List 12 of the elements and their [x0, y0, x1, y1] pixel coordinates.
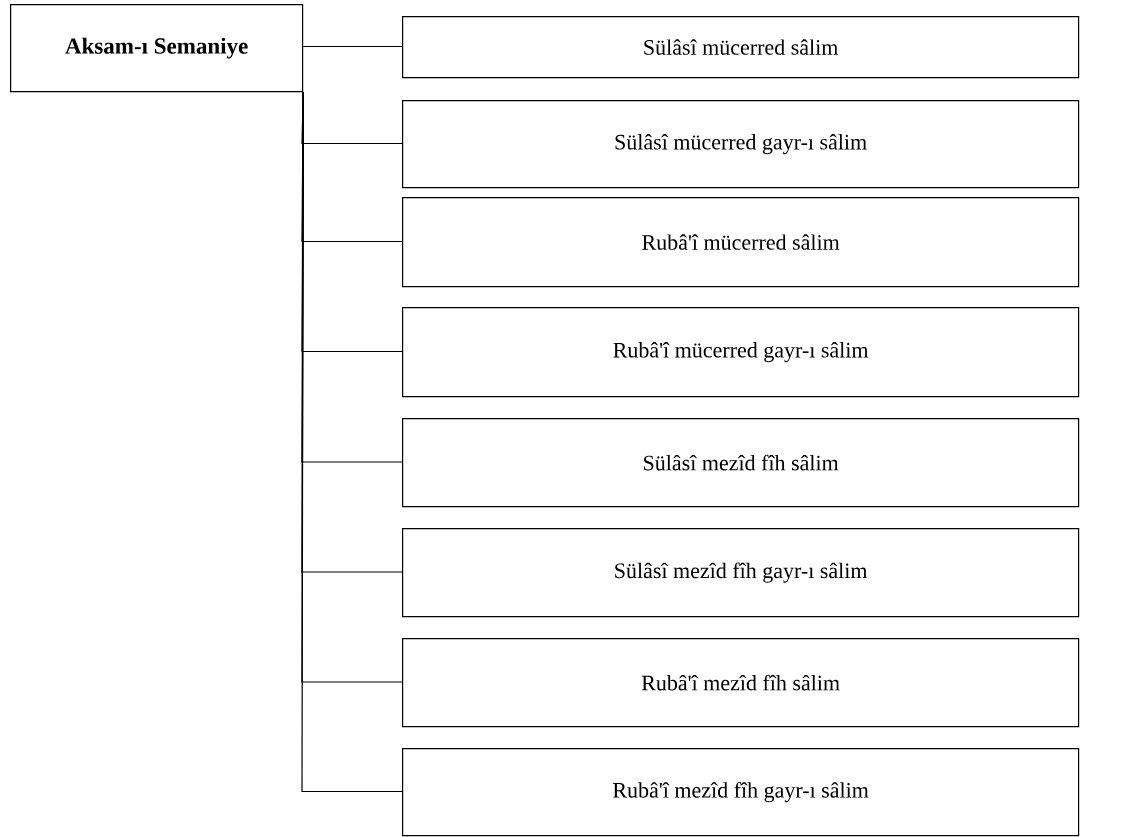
root-box: Aksam-ı Semaniye: [10, 4, 304, 93]
category-box: Sülâsî mücerred sâlim: [402, 16, 1080, 79]
connector-line: [302, 45, 403, 48]
category-box: Rubâ'î mücerred gayr-ı sâlim: [402, 307, 1080, 398]
category-box: Rubâ'î mezîd fîh sâlim: [402, 638, 1080, 728]
category-box: Rubâ'î mezîd fîh gayr-ı sâlim: [402, 748, 1080, 837]
category-box: Sülâsî mücerred gayr-ı sâlim: [402, 100, 1080, 189]
category-box: Rubâ'î mücerred sâlim: [402, 197, 1080, 288]
connector-line: [301, 91, 403, 145]
connector-line: [301, 91, 403, 793]
category-box: Sülâsî mezîd fîh sâlim: [402, 418, 1080, 508]
category-box: Sülâsî mezîd fîh gayr-ı sâlim: [402, 528, 1080, 618]
